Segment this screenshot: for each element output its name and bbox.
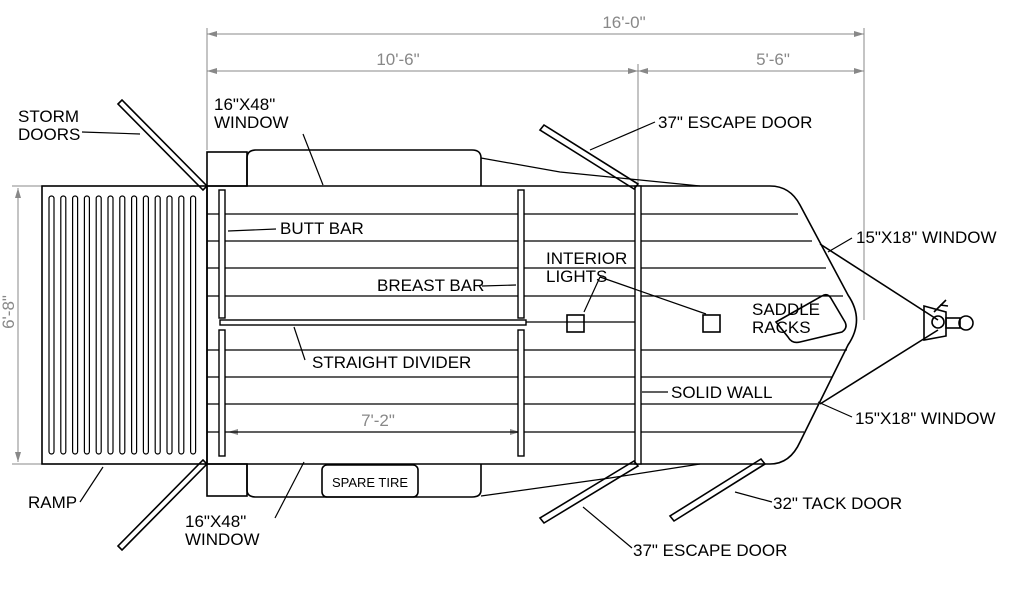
- ramp: [41, 185, 208, 465]
- butt-bar-top: [218, 189, 226, 319]
- label-butt-bar: BUTT BAR: [280, 219, 364, 238]
- label-straight-divider: STRAIGHT DIVIDER: [312, 353, 471, 372]
- label-breast-bar: BREAST BAR: [377, 276, 484, 295]
- ramp-slat: [71, 195, 79, 455]
- dim-front-section: 5'-6": [756, 50, 790, 69]
- ramp-slat: [119, 195, 126, 455]
- ramp-slat: [60, 195, 67, 455]
- straight-divider: [219, 319, 527, 326]
- interior-light-front: [702, 314, 721, 333]
- dim-stall-length: 7'-2": [361, 411, 395, 430]
- label-window-top: 16"X48"WINDOW: [214, 95, 289, 132]
- ramp-slat: [142, 195, 149, 455]
- doors: [116, 98, 767, 552]
- dim-width: 6'-8": [0, 295, 18, 329]
- dim-overall-length: 16'-0": [602, 13, 645, 32]
- tack-door: [668, 457, 767, 523]
- ramp-slat: [190, 195, 197, 455]
- ramp-slat: [83, 195, 91, 455]
- leader-lines: [79, 121, 853, 549]
- ramp-slat: [166, 195, 173, 455]
- ramp-slat: [48, 195, 55, 455]
- label-tack-door: 32" TACK DOOR: [773, 494, 902, 513]
- label-window-bottom: 16"X48"WINDOW: [185, 512, 260, 549]
- storm-door-bottom: [116, 458, 209, 552]
- spare-tire-label: SPARE TIRE: [332, 475, 408, 490]
- escape-door-bottom: [538, 459, 640, 525]
- interior-light-rear: [566, 314, 585, 333]
- spare-tire: [321, 464, 419, 498]
- saddle-racks: [774, 293, 847, 344]
- label-escape-door-top: 37" ESCAPE DOOR: [658, 113, 812, 132]
- ramp-slat: [154, 195, 161, 455]
- ramp-slat: [131, 195, 138, 455]
- label-ramp: RAMP: [28, 493, 77, 512]
- ramp-slat: [178, 195, 185, 455]
- ramp-slat: [95, 195, 102, 455]
- solid-wall: [634, 185, 642, 465]
- dim-rear-section: 10'-6": [376, 50, 419, 69]
- label-solid-wall: SOLID WALL: [671, 383, 772, 402]
- label-window-nose-bottom: 15"X18" WINDOW: [855, 409, 996, 428]
- label-escape-door-bottom: 37" ESCAPE DOOR: [633, 541, 787, 560]
- hitch: [819, 243, 974, 405]
- escape-door-top: [538, 123, 640, 191]
- butt-bar-bottom: [218, 329, 226, 457]
- label-window-nose-top: 15"X18" WINDOW: [856, 228, 997, 247]
- trailer-body: [206, 149, 858, 498]
- storm-door-top: [116, 98, 209, 192]
- ramp-slat: [107, 195, 114, 455]
- breast-bar-top: [517, 189, 525, 319]
- breast-bar-bottom: [517, 329, 525, 457]
